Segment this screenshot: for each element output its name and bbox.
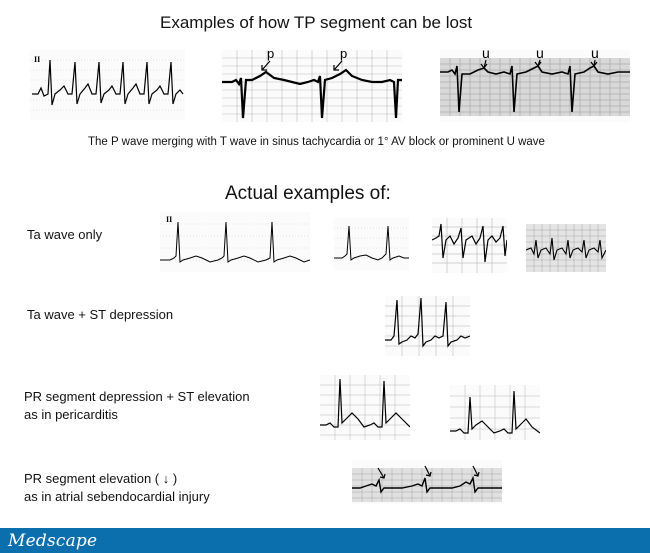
u-wave-label: u (536, 50, 544, 61)
ecg-trace (385, 297, 470, 348)
row-label-line: as in atrial sebendocardial injury (24, 489, 210, 504)
ecg-trace (450, 390, 540, 434)
ecg-strip-ta-1: II (160, 212, 310, 272)
ecg-strip-tachycardia: II (30, 50, 185, 120)
ecg-trace (160, 221, 310, 263)
ecg-grid-lines (30, 59, 185, 111)
ecg-grid-lines (440, 58, 630, 116)
ecg-strip-pericarditis-1 (320, 375, 410, 440)
figure-caption: The P wave merging with T wave in sinus … (88, 136, 545, 148)
lead-label: II (166, 215, 172, 224)
ecg-trace (352, 475, 502, 494)
ecg-tracing (526, 224, 606, 272)
ecg-tracing (334, 225, 409, 261)
ecg-trace (432, 223, 507, 263)
ecg-strip-ta-4 (526, 224, 606, 272)
ecg-tracing (320, 375, 410, 440)
u-wave-label: u (591, 50, 599, 61)
row-label-line: Ta wave + ST depression (27, 307, 174, 322)
ecg-strip-pericarditis-2 (450, 385, 540, 440)
ecg-grid-lines (334, 227, 409, 259)
ecg-strip-u-wave: u u u (440, 50, 630, 122)
row-label-line: Ta wave only (27, 227, 103, 242)
ecg-trace (222, 68, 402, 119)
ecg-strip-ta-3 (432, 218, 507, 273)
arrow-icon (377, 465, 480, 479)
p-wave-label: p (267, 50, 274, 61)
arrow-icon (261, 60, 343, 71)
ecg-strip-av-block: p p (222, 50, 402, 122)
ecg-tracing (432, 218, 507, 273)
row-label-atrial-injury: PR segment elevation ( ↓ ) as in atrial … (24, 470, 210, 506)
ecg-tracing: u u u (440, 50, 630, 116)
section-heading: Actual examples of: (225, 183, 391, 204)
ecg-tracing: p p (222, 50, 402, 122)
footer-bar: Medscape (0, 528, 650, 553)
ecg-grid-lines (320, 375, 410, 440)
ecg-trace (440, 64, 630, 113)
ecg-tracing (450, 385, 540, 440)
figure-title: Examples of how TP segment can be lost (160, 13, 473, 32)
p-wave-label: p (340, 50, 347, 61)
ecg-trace (32, 59, 184, 106)
ecg-grid-lines (432, 218, 507, 273)
row-label-ta-st-depression: Ta wave + ST depression (27, 306, 173, 324)
arrow-icon (480, 59, 598, 69)
row-label-line: PR segment elevation ( ↓ ) (24, 471, 178, 486)
ecg-tracing: II (160, 215, 310, 263)
lead-label: II (34, 55, 40, 64)
row-label-line: as in pericarditis (24, 407, 118, 422)
ecg-trace (320, 378, 410, 428)
ecg-grid (30, 50, 185, 120)
medscape-logo[interactable]: Medscape (8, 531, 98, 551)
ecg-strip-ta-st-depression (385, 296, 470, 356)
ecg-strip-ta-2 (334, 218, 409, 270)
ecg-tracing: II (30, 50, 185, 120)
ecg-tracing (385, 296, 470, 356)
ecg-grid-lines (222, 50, 402, 122)
row-label-pericarditis: PR segment depression + ST elevation as … (24, 388, 250, 424)
row-label-ta-wave: Ta wave only (27, 226, 102, 244)
ecg-trace (334, 225, 409, 261)
row-label-line: PR segment depression + ST elevation (24, 389, 250, 404)
ecg-grid-lines (450, 385, 540, 440)
ecg-trace (526, 237, 606, 261)
ecg-grid-lines (160, 223, 310, 261)
u-wave-label: u (482, 50, 490, 61)
ecg-grid-lines (385, 296, 470, 356)
ecg-strip-atrial-injury (352, 460, 502, 504)
ecg-tracing (352, 465, 502, 502)
